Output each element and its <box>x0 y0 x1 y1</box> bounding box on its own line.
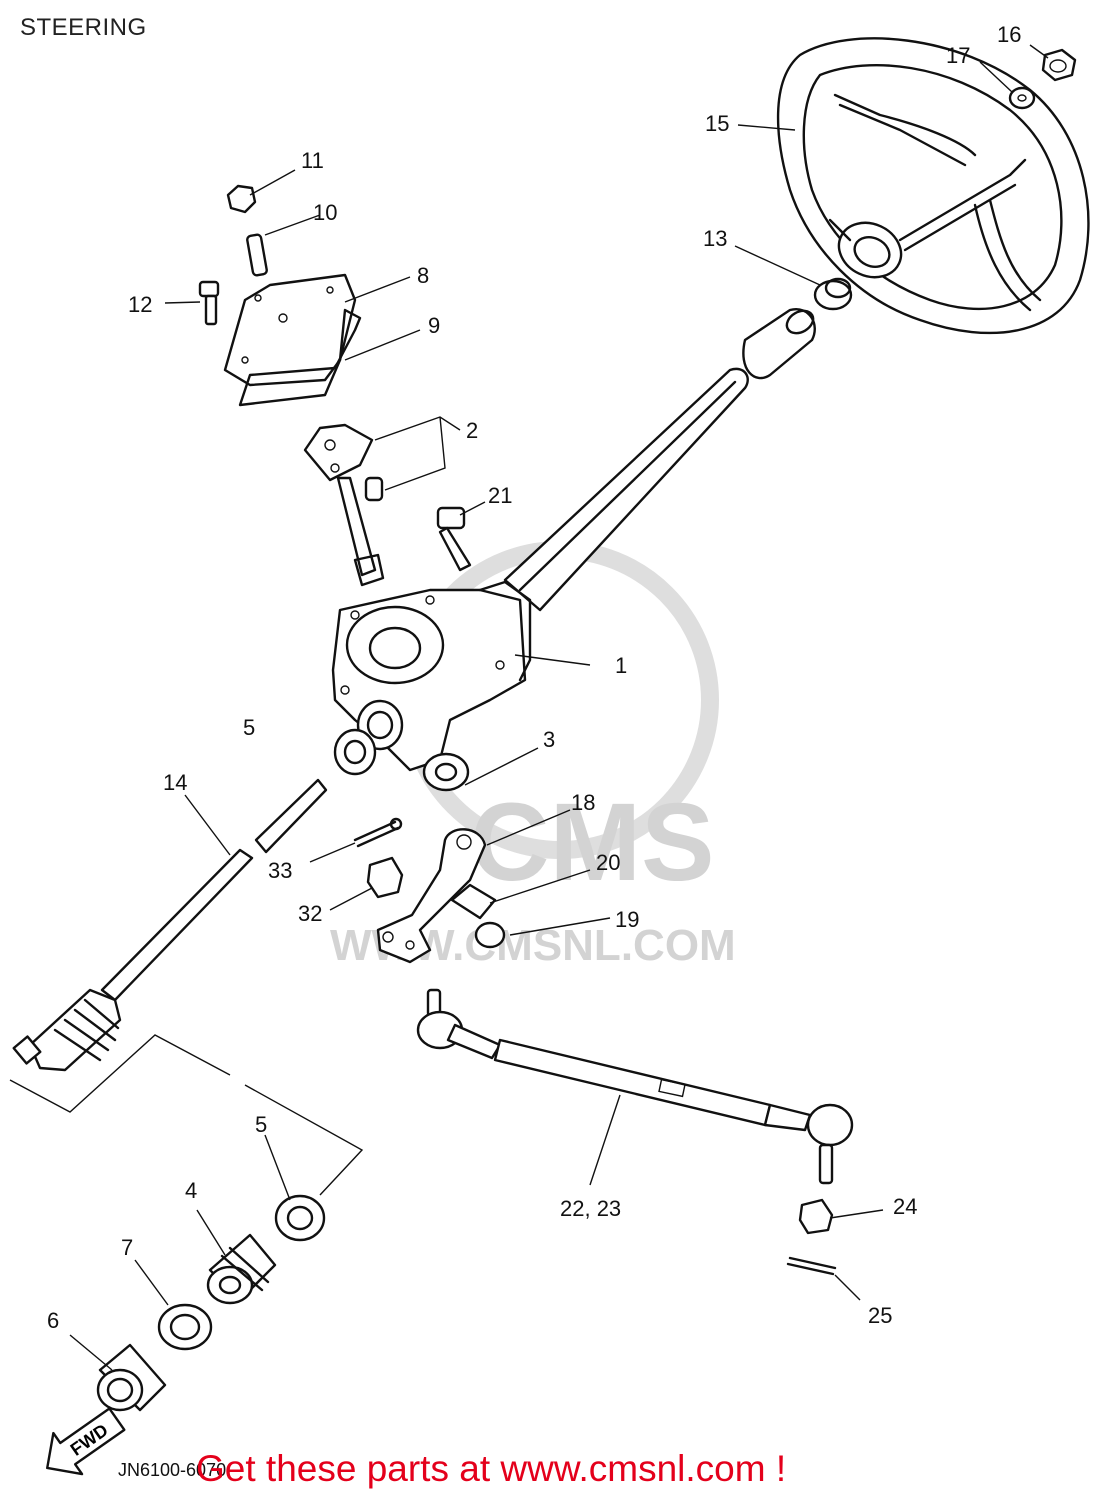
castle-nut-32 <box>366 856 404 899</box>
callout-15: 15 <box>705 111 729 136</box>
fwd-arrow-icon: FWD <box>46 1407 126 1476</box>
callout-18: 18 <box>571 790 595 815</box>
nut-11 <box>226 184 257 214</box>
callout-33: 33 <box>268 858 292 883</box>
bolt-21 <box>436 506 472 572</box>
washer-17 <box>1008 86 1036 110</box>
callout-17: 17 <box>946 43 970 68</box>
worm-gear-4 <box>206 1233 277 1305</box>
page-title: STEERING <box>20 14 147 41</box>
callout-3: 3 <box>543 727 555 752</box>
castle-nut-24 <box>798 1198 834 1235</box>
callout-21: 21 <box>488 483 512 508</box>
worm-shaft-14 <box>12 778 328 1072</box>
callout-19: 19 <box>615 907 639 932</box>
callout-6: 6 <box>47 1308 59 1333</box>
callout-32: 32 <box>298 901 322 926</box>
callout-labels: 1 2 3 4 5 5 6 7 8 9 10 11 12 13 14 15 16… <box>47 22 1021 1333</box>
diagram-code: JN6100-6070 <box>118 1460 227 1480</box>
leader-lines <box>69 44 1049 1371</box>
promo-banner[interactable]: Get these parts at www.cmsnl.com ! <box>196 1448 787 1489</box>
bushing-3 <box>422 752 470 792</box>
callout-16: 16 <box>997 22 1021 47</box>
cover-plate-8 <box>223 273 357 387</box>
bearing-5-lower <box>274 1194 326 1242</box>
callout-24: 24 <box>893 1194 917 1219</box>
seal-6 <box>96 1343 167 1412</box>
callout-5-lower: 5 <box>255 1112 267 1137</box>
nut-16 <box>1041 48 1077 82</box>
bolt-12 <box>198 280 220 326</box>
cotter-pin-33 <box>353 817 403 848</box>
callout-10: 10 <box>313 200 337 225</box>
bearing-5-upper <box>333 728 377 776</box>
seal-7 <box>157 1303 213 1351</box>
callout-20: 20 <box>596 850 620 875</box>
callout-14: 14 <box>163 770 187 795</box>
callout-5-upper: 5 <box>243 715 255 740</box>
callout-4: 4 <box>185 1178 197 1203</box>
pitman-arm-18 <box>376 828 487 964</box>
callout-11: 11 <box>301 148 324 173</box>
lock-washer-20 <box>450 883 497 920</box>
steering-column-tube <box>503 367 749 612</box>
callout-25: 25 <box>868 1303 892 1328</box>
callout-22-23: 22, 23 <box>560 1196 621 1221</box>
watermark-logo-text: CMS <box>470 781 714 904</box>
gasket-9 <box>238 308 362 407</box>
callout-8: 8 <box>417 263 429 288</box>
column-sleeve <box>742 308 816 380</box>
callout-12: 12 <box>128 292 152 317</box>
nut-19 <box>474 921 506 949</box>
callout-13: 13 <box>703 226 727 251</box>
callout-2: 2 <box>466 418 478 443</box>
callout-1: 1 <box>615 653 627 678</box>
sector-shaft-2 <box>303 423 385 587</box>
callout-7: 7 <box>121 1235 133 1260</box>
bushing-13 <box>813 277 853 311</box>
tie-rod-22-23 <box>416 988 854 1185</box>
steering-wheel <box>776 37 1090 335</box>
stud-10 <box>246 233 268 277</box>
callout-9: 9 <box>428 313 440 338</box>
cotter-pin-25 <box>786 1256 837 1276</box>
grouping-bracket <box>9 1034 364 1196</box>
